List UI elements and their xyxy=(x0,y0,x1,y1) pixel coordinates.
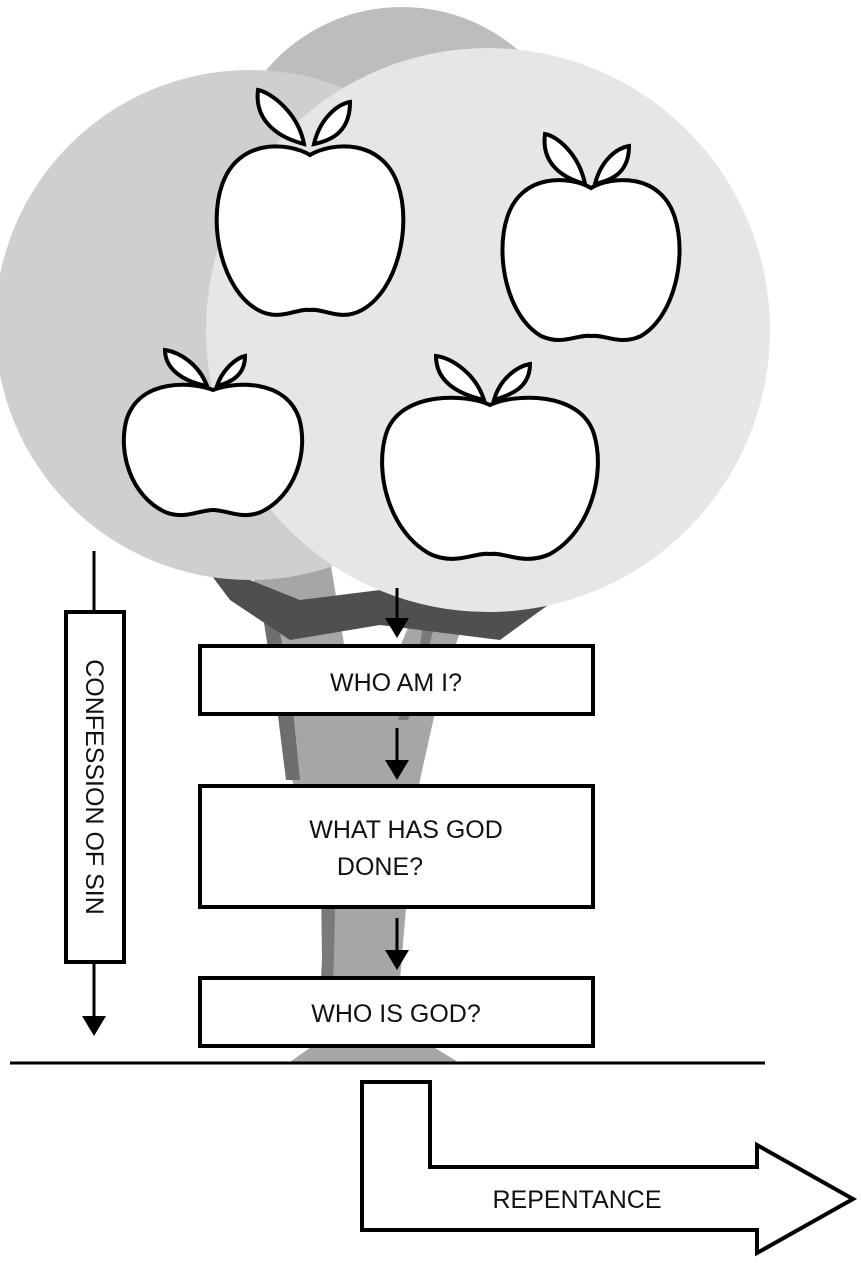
apple-top-left xyxy=(214,87,406,317)
apple-body xyxy=(380,395,600,561)
confession-box xyxy=(64,610,126,964)
apple-leaf-left xyxy=(433,353,487,403)
question-label-line-2: DONE? xyxy=(337,853,423,881)
arrow-down-3 xyxy=(385,918,409,970)
confession-arrow: CONFESSION OF SIN xyxy=(64,551,126,1036)
question-label: WHO AM I? xyxy=(330,669,462,697)
apple-top-right xyxy=(500,131,682,342)
question-box-who-am-i: WHO AM I? xyxy=(198,644,595,716)
arrow-down-2 xyxy=(385,728,409,780)
apple-bottom-center xyxy=(380,353,600,561)
question-label: WHO IS GOD? xyxy=(311,1000,480,1028)
apple-bottom-left xyxy=(121,347,305,518)
apple-leaf-right xyxy=(311,99,353,147)
apple-body xyxy=(500,178,682,342)
repentance-label: REPENTANCE xyxy=(492,1186,661,1214)
apple-leaf-right xyxy=(592,143,632,187)
apple-leaf-right xyxy=(491,361,533,403)
repentance-arrow: REPENTANCE xyxy=(360,1080,858,1257)
apple-leaf-right xyxy=(213,353,248,389)
confession-arrowhead xyxy=(82,1016,106,1036)
apple-leaf-left xyxy=(255,87,307,147)
apple-body xyxy=(214,144,406,317)
flow-arrows xyxy=(385,588,409,970)
repentance-arrow-shape xyxy=(360,1080,858,1257)
apple-leaf-left xyxy=(162,347,211,389)
apple-leaf-left xyxy=(542,131,588,187)
question-box-who-is-god: WHO IS GOD? xyxy=(198,976,595,1048)
apple-body xyxy=(121,382,305,518)
arrow-down-1 xyxy=(385,588,409,638)
dark-branches xyxy=(200,560,560,640)
confession-label: CONFESSION OF SIN xyxy=(80,659,108,915)
question-label-line-1: WHAT HAS GOD xyxy=(309,816,503,844)
question-box-what-has-god-done: WHAT HAS GOD DONE? xyxy=(198,784,595,909)
